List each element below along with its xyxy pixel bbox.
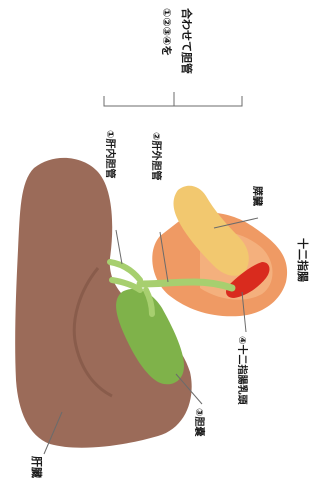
label-bracket (104, 92, 242, 106)
label-ampulla: ④十二指腸乳頭 (236, 336, 249, 405)
label-pancreas: 膵臓 (251, 186, 264, 206)
leader-intrahepatic (116, 230, 122, 264)
top-note-line1: ①②③④を (160, 8, 173, 56)
label-duodenum: 十二指腸 (296, 238, 310, 282)
label-extrahepatic-duct: ②肝外胆管 (150, 132, 163, 180)
label-liver: 肝臓 (30, 456, 44, 478)
label-intrahepatic-duct: ①肝内胆管 (104, 130, 117, 178)
liver-shape (15, 158, 192, 448)
label-gallbladder: ③胆嚢 (193, 408, 206, 437)
top-note-line2: 合わせて胆管 (180, 8, 194, 74)
